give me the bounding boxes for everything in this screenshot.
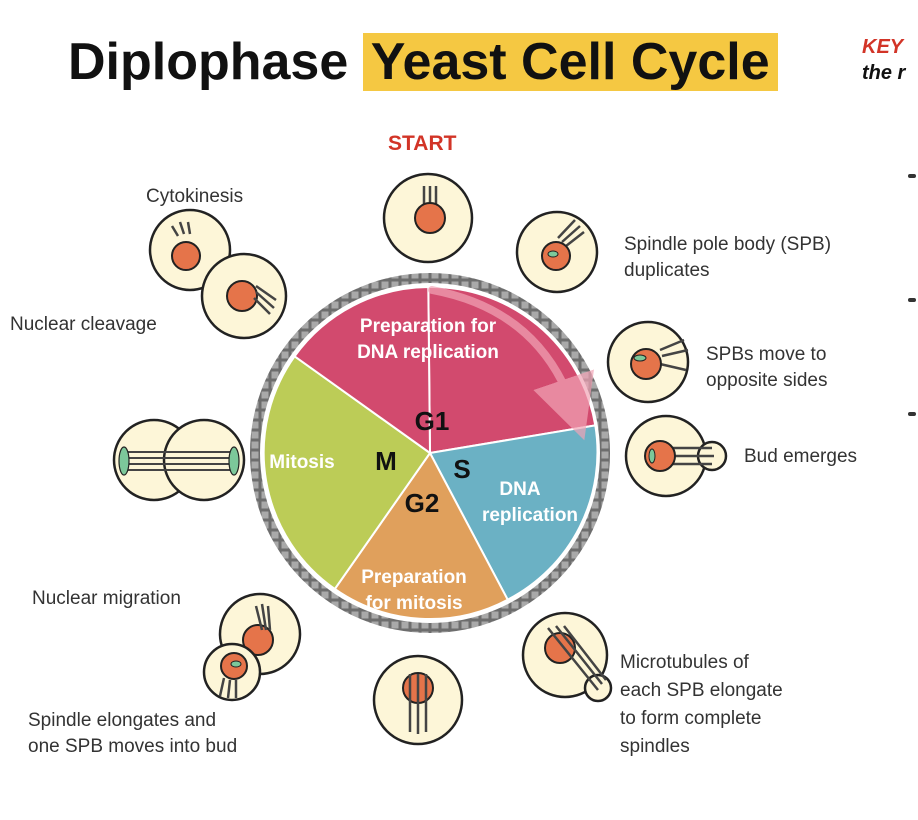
s-label-line-1: DNA (499, 479, 540, 500)
cell-spindle-elongates (202, 642, 262, 702)
phase-g2-sector (333, 451, 510, 620)
cell-start (382, 172, 474, 264)
phase-m-sector (262, 354, 432, 591)
g1-arrow (428, 286, 594, 441)
s-label-line-2: replication (482, 505, 578, 526)
start-label: START (388, 132, 457, 155)
key-bullet-1 (908, 174, 916, 178)
key-label: KEY (862, 36, 904, 58)
label-spbs-move-2: opposite sides (706, 370, 828, 391)
label-spindle-elongates-1: Spindle elongates and (28, 710, 217, 731)
label-spbs-move-1: SPBs move to (706, 344, 827, 365)
cell-bottom (372, 654, 464, 746)
label-cytokinesis: Cytokinesis (146, 186, 244, 207)
g1-label-line-1: Preparation for (360, 316, 497, 337)
cell-bud-emerges (624, 414, 728, 498)
cell-nuclear-cleavage (200, 252, 288, 340)
key-bullet-3 (908, 412, 916, 416)
g1-label-line-2: DNA replication (357, 342, 499, 363)
cell-microtubules-elongate (521, 611, 613, 703)
label-microtubules-4: spindles (620, 736, 690, 757)
cell-spbs-move (606, 320, 690, 404)
label-spindle-elongates-2: one SPB moves into bud (28, 736, 238, 757)
label-microtubules-3: to form complete (620, 708, 762, 729)
label-microtubules-1: Microtubules of (620, 652, 749, 673)
spb-icon (547, 250, 559, 258)
key-bullet-2 (908, 298, 916, 302)
s-letter: S (453, 454, 470, 484)
m-label: Mitosis (269, 452, 334, 473)
title-part-1: Diplophase (68, 33, 349, 91)
phase-g1-sector-left (293, 285, 432, 455)
g1-letter: G1 (415, 406, 450, 436)
g2-letter: G2 (405, 488, 440, 518)
nucleus-icon (414, 202, 446, 234)
cell-spb-duplicates (515, 210, 599, 294)
g2-label-line-2: for mitosis (365, 593, 462, 614)
phase-g1-sector (427, 285, 597, 455)
title-highlight: Yeast Cell Cycle (362, 33, 778, 91)
label-nuclear-migration: Nuclear migration (32, 588, 181, 609)
key-subtext: the r (862, 62, 906, 84)
m-letter: M (375, 446, 397, 476)
label-spb-duplicates-2: duplicates (624, 260, 710, 281)
label-microtubules-2: each SPB elongate (620, 680, 783, 701)
label-spb-duplicates-1: Spindle pole body (SPB) (624, 234, 832, 255)
phase-s-sector (428, 424, 599, 602)
g2-label-line-1: Preparation (361, 567, 467, 588)
label-nuclear-cleavage: Nuclear cleavage (10, 314, 157, 335)
page-title: Diplophase Yeast Cell Cycle (68, 20, 778, 104)
label-bud-emerges: Bud emerges (744, 446, 858, 467)
cell-mitosis-spindle (112, 418, 246, 502)
